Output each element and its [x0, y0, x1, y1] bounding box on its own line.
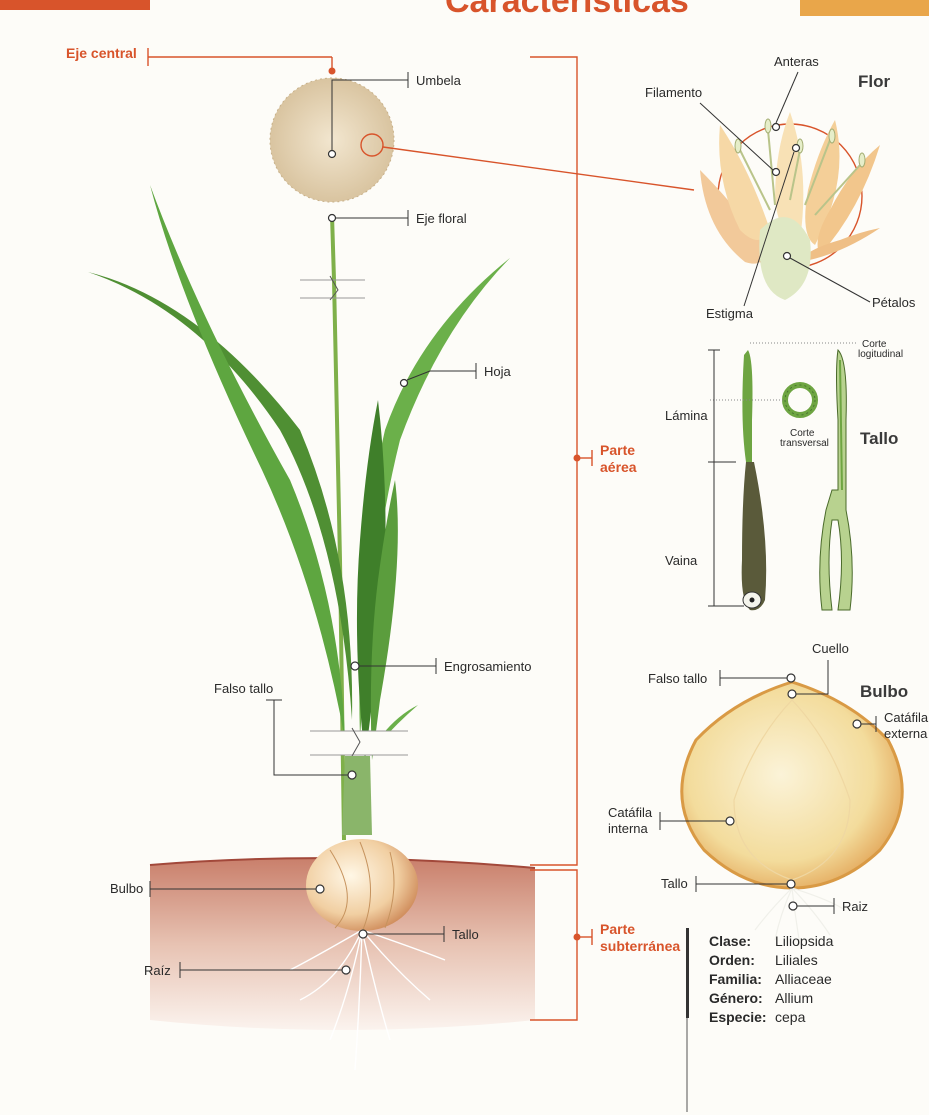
svg-text:Catáfila: Catáfila: [884, 710, 929, 725]
taxonomy-value: Liliales: [775, 952, 818, 968]
svg-text:subterránea: subterránea: [600, 938, 680, 954]
svg-text:Pétalos: Pétalos: [872, 295, 916, 310]
svg-text:interna: interna: [608, 821, 649, 836]
parte-aerea-bracket: Parte aérea: [530, 57, 637, 865]
taxonomy-key: Orden:: [709, 952, 755, 968]
tallo-section: Tallo Corte logitudinal Corte transversa…: [665, 339, 903, 610]
eje-central-text: Eje central: [66, 45, 137, 61]
header-banner: Características: [0, 0, 929, 20]
svg-text:Cuello: Cuello: [812, 641, 849, 656]
svg-text:Parte: Parte: [600, 442, 635, 458]
svg-text:Estigma: Estigma: [706, 306, 754, 321]
eje-floral-callout: Eje floral: [329, 210, 467, 226]
taxonomy-row: Familia: Alliaceae: [709, 971, 832, 987]
svg-text:transversal: transversal: [780, 438, 829, 449]
bulbo-section-title: Bulbo: [860, 682, 908, 701]
svg-text:Eje floral: Eje floral: [416, 211, 467, 226]
tallo-section-title: Tallo: [860, 429, 898, 448]
svg-text:Anteras: Anteras: [774, 54, 819, 69]
taxonomy-row: Orden: Liliales: [709, 952, 818, 968]
taxonomy-value: cepa: [775, 1009, 806, 1025]
svg-text:Falso tallo: Falso tallo: [214, 681, 273, 696]
eje-central-label: Eje central: [66, 45, 336, 75]
taxonomy-key: Género:: [709, 990, 763, 1006]
taxonomy-row: Clase: Liliopsida: [709, 933, 834, 949]
svg-text:Tallo: Tallo: [661, 876, 688, 891]
flor-detail: Flor Anteras Filamento Estigma Pétalos: [645, 54, 916, 321]
svg-text:Lámina: Lámina: [665, 408, 708, 423]
flor-title: Flor: [858, 72, 890, 91]
taxonomy-value: Allium: [775, 990, 813, 1006]
svg-text:Bulbo: Bulbo: [110, 881, 143, 896]
header-title: Características: [445, 0, 689, 20]
svg-text:Tallo: Tallo: [452, 927, 479, 942]
svg-text:Parte: Parte: [600, 921, 635, 937]
false-stem-break: [310, 728, 408, 835]
taxonomy-key: Especie:: [709, 1009, 767, 1025]
taxonomy-value: Alliaceae: [775, 971, 832, 987]
svg-text:Filamento: Filamento: [645, 85, 702, 100]
taxonomy-row: Especie: cepa: [709, 1009, 806, 1025]
svg-text:Raíz: Raíz: [144, 963, 171, 978]
svg-text:Umbela: Umbela: [416, 73, 462, 88]
svg-text:Raiz: Raiz: [842, 899, 868, 914]
svg-text:Engrosamiento: Engrosamiento: [444, 659, 531, 674]
svg-text:aérea: aérea: [600, 459, 637, 475]
svg-text:Hoja: Hoja: [484, 364, 512, 379]
falso-tallo-callout: Falso tallo: [214, 681, 356, 779]
taxonomy-key: Clase:: [709, 933, 751, 949]
svg-text:logitudinal: logitudinal: [858, 349, 903, 360]
taxonomy-key: Familia:: [709, 971, 762, 987]
taxonomy-value: Liliopsida: [775, 933, 834, 949]
svg-text:externa: externa: [884, 726, 928, 741]
taxonomy-row: Género: Allium: [709, 990, 813, 1006]
bulbo-section: Bulbo Cuello Falso tallo Catáfila extern…: [608, 641, 929, 945]
svg-text:Catáfila: Catáfila: [608, 805, 653, 820]
onion-bulb: [306, 839, 418, 931]
parte-subterranea-bracket: Parte subterránea: [530, 870, 680, 1020]
svg-text:Falso tallo: Falso tallo: [648, 671, 707, 686]
svg-text:Vaina: Vaina: [665, 553, 698, 568]
